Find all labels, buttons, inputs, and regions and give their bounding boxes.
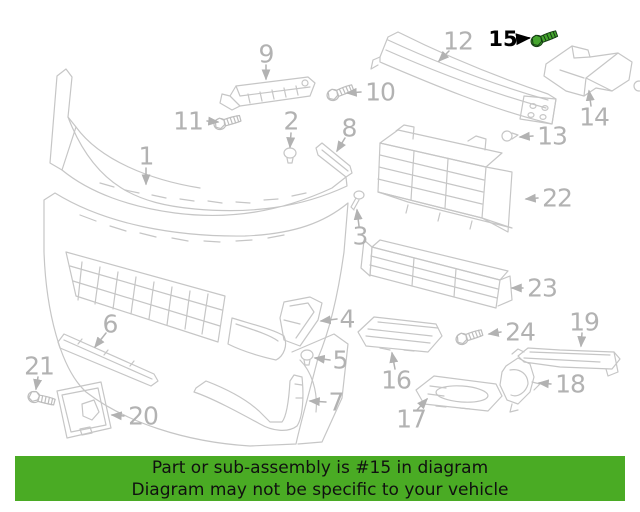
part-label-15-highlighted: 15 <box>488 27 518 51</box>
part-label-23: 23 <box>527 273 558 303</box>
part-label-24: 24 <box>505 317 536 347</box>
part-5-clip-icon <box>300 349 314 366</box>
part-label-6: 6 <box>102 309 119 339</box>
part-19-molding-drawing <box>511 347 621 377</box>
part-label-5: 5 <box>332 345 349 375</box>
part-4-garnish-drawing <box>279 296 323 347</box>
part-9-bracket-drawing <box>219 76 316 111</box>
part-label-2: 2 <box>283 106 300 136</box>
part-7-side-trim-drawing <box>193 374 304 431</box>
leader-arrows <box>33 50 595 421</box>
part-label-16: 16 <box>381 365 412 395</box>
part-label-7: 7 <box>328 387 345 417</box>
part-label-18: 18 <box>555 369 586 399</box>
part-12-beam-drawing <box>370 31 557 125</box>
part-24-bolt-icon <box>453 326 485 347</box>
part-1-upper-trim-drawing <box>49 68 348 217</box>
part-label-13: 13 <box>537 121 568 151</box>
part-label-22: 22 <box>542 183 573 213</box>
part-label-21: 21 <box>24 351 55 381</box>
part-label-4: 4 <box>339 304 356 334</box>
part-15-leader-arrow <box>515 33 531 46</box>
part-2-clip-icon <box>283 147 297 164</box>
part-label-20: 20 <box>128 401 159 431</box>
part-label-12: 12 <box>443 26 474 56</box>
part-label-9: 9 <box>258 39 275 69</box>
edge-clip-fragment <box>633 80 640 92</box>
part-3-screw-icon <box>350 190 365 211</box>
part-20-license-bracket-drawing <box>56 381 112 439</box>
part-6-strip-drawing <box>57 333 159 387</box>
part-17-fog-garnish-drawing <box>415 375 503 412</box>
info-banner-line2: Diagram may not be specific to your vehi… <box>131 480 509 500</box>
part-8-strip-drawing <box>315 142 353 178</box>
part-label-1: 1 <box>138 141 155 171</box>
part-label-10: 10 <box>365 77 396 107</box>
part-18-fog-lamp-drawing <box>499 357 541 413</box>
part-label-19: 19 <box>569 307 600 337</box>
highlighted-part-15-bolt-icon <box>528 27 560 49</box>
part-13-clip-icon <box>501 130 519 142</box>
info-banner: Part or sub-assembly is #15 in diagram D… <box>15 456 625 501</box>
part-14-bracket-drawing <box>543 45 633 97</box>
part-23-shutter-drawing <box>360 239 513 309</box>
part-label-14: 14 <box>579 102 610 132</box>
part-22-shutter-drawing <box>377 124 513 233</box>
info-banner-line1: Part or sub-assembly is #15 in diagram <box>151 458 489 478</box>
part-label-11: 11 <box>173 106 204 136</box>
part-label-8: 8 <box>341 113 358 143</box>
part-21-bolt-icon <box>26 389 57 409</box>
part-label-3: 3 <box>352 221 369 251</box>
part-16-fog-garnish-drawing <box>357 316 443 353</box>
part-label-17: 17 <box>396 404 427 434</box>
